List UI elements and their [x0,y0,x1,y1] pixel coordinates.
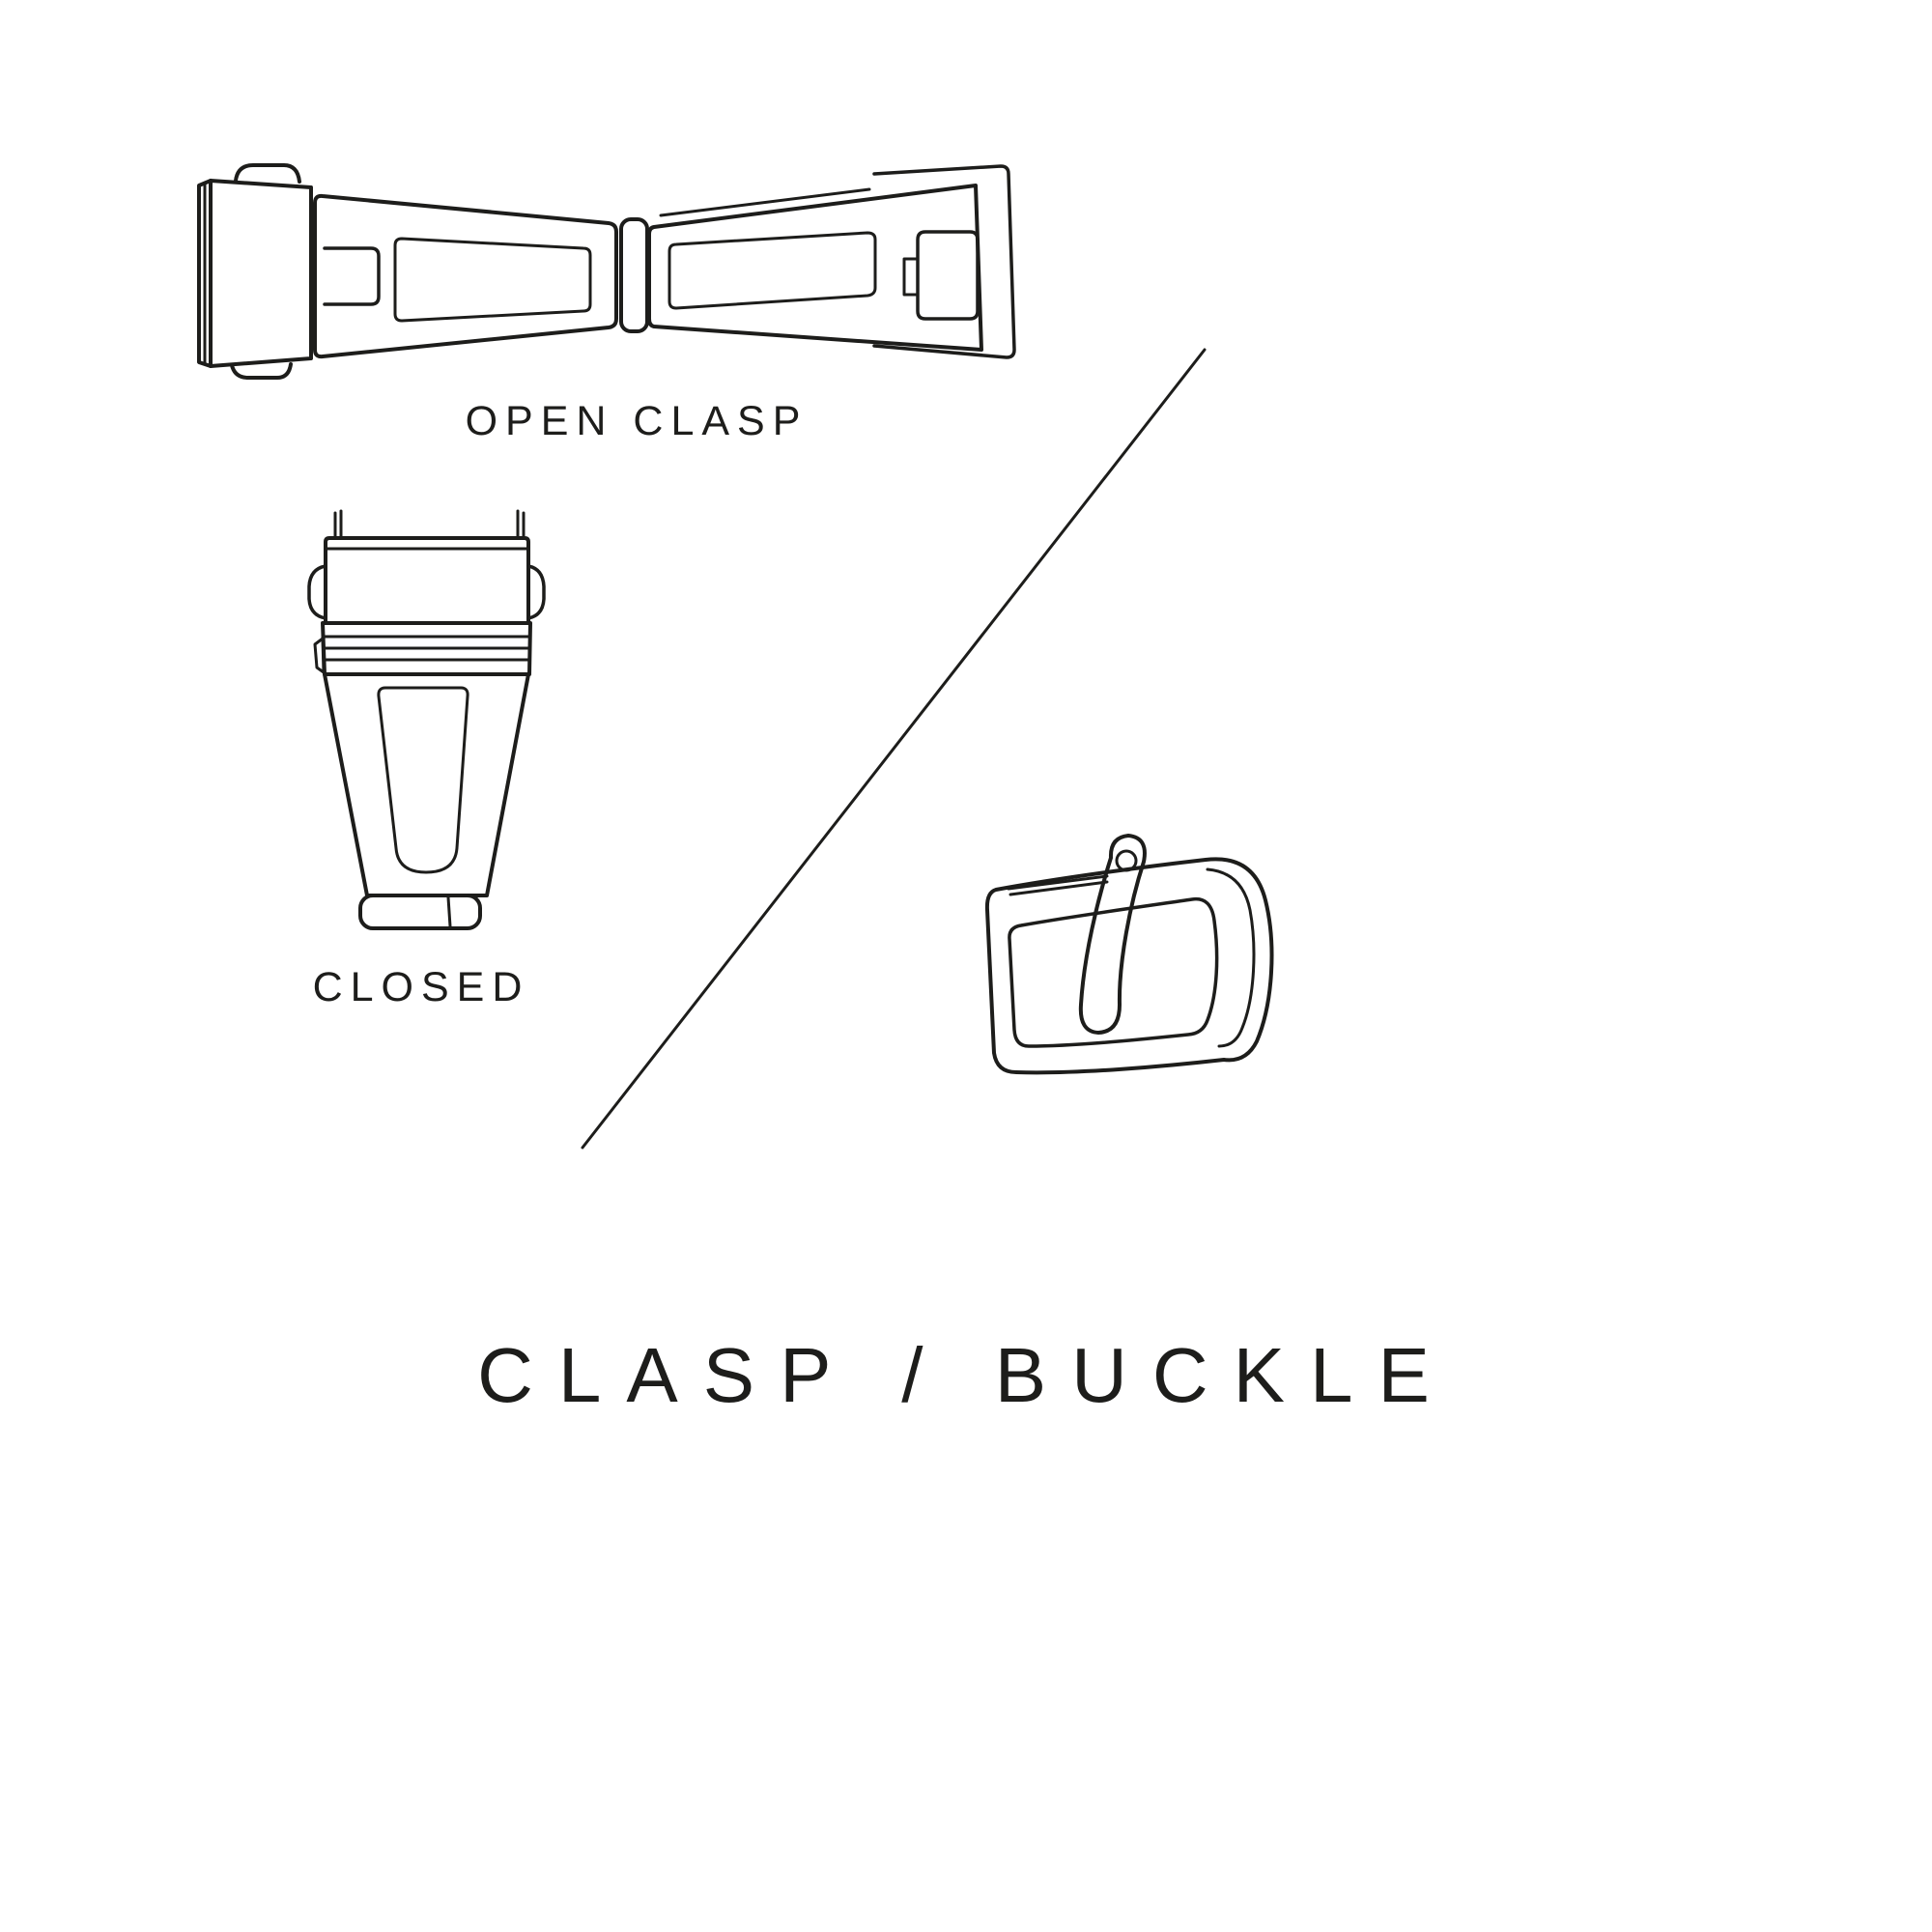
closed-clasp-prong-left [333,509,343,540]
open-clasp-left-blade [313,193,618,359]
page-title: CLASP / BUCKLE [477,1332,1455,1418]
buckle-inner-opening [1008,896,1219,1048]
closed-clasp-illustration [307,509,546,930]
buckle-outer-frame [984,857,1274,1075]
buckle-pin [1007,874,1109,896]
buckle-illustration [984,834,1274,1075]
closed-clasp-ear-left [307,564,327,620]
divider-line [581,348,1207,1150]
closed-clasp-label: CLOSED [312,964,530,1010]
open-clasp-keeper [197,163,313,380]
closed-clasp-top-block [324,536,530,625]
closed-clasp-ear-right [526,564,546,620]
buckle-roll-inner-line [1206,867,1256,1048]
closed-clasp-body [323,672,530,897]
open-clasp-illustration [197,163,1016,380]
open-clasp-label: OPEN CLASP [465,398,809,444]
buckle-tang [1078,834,1147,1035]
open-clasp-hinge [619,217,649,333]
closed-clasp-bottom-cap [358,894,482,930]
open-clasp-right-blade [647,164,1016,359]
closed-clasp-prong-right [516,509,526,540]
closed-clasp-band [313,621,532,676]
